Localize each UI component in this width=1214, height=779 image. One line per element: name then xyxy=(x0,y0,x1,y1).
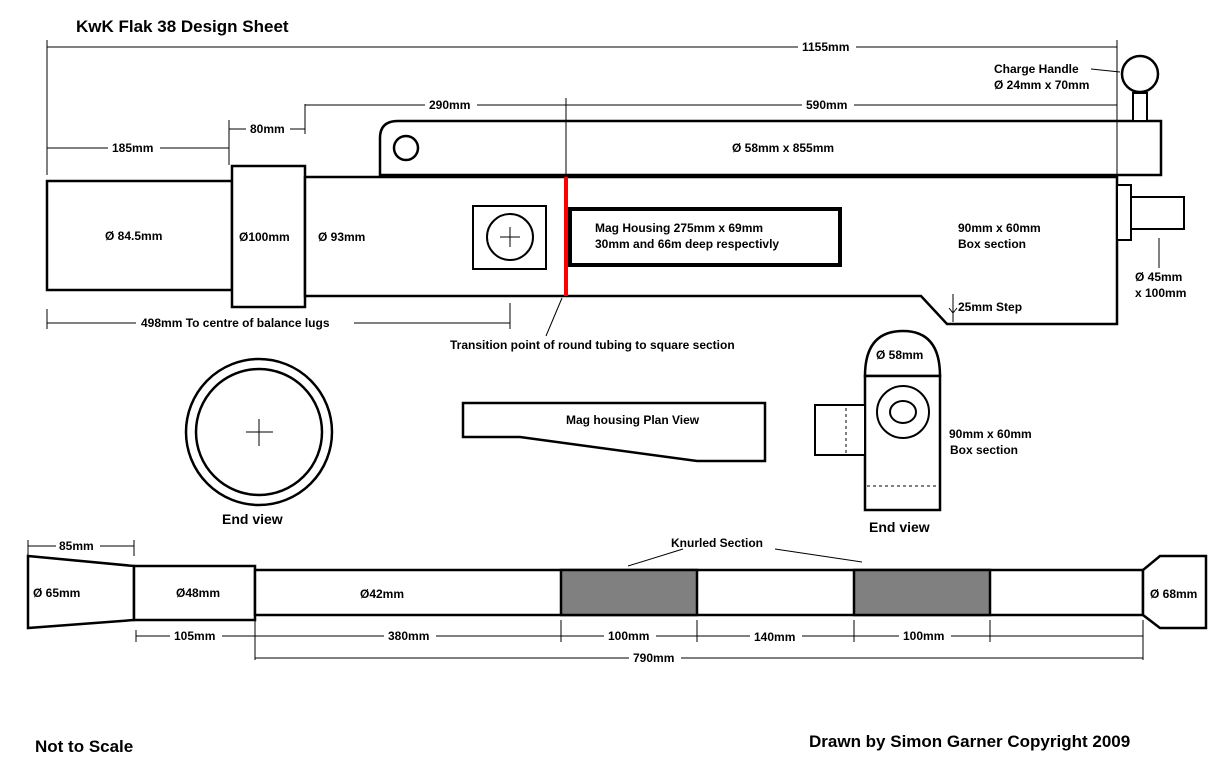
dimension-80-label: 80mm xyxy=(250,122,285,136)
top-view: 1155mm 185mm 80mm 290mm 590mm xyxy=(45,38,1186,352)
end-view-box-label: Box section xyxy=(950,443,1018,457)
box-section-size-label: 90mm x 60mm xyxy=(958,221,1041,235)
transition-callout: Transition point of round tubing to squa… xyxy=(450,297,735,352)
not-to-scale-label: Not to Scale xyxy=(35,737,133,756)
upper-tube-label: Ø 58mm x 855mm xyxy=(732,141,834,155)
dimension-80: 80mm xyxy=(229,104,306,137)
dimension-85-label: 85mm xyxy=(59,539,94,553)
balance-lugs-label: 498mm To centre of balance lugs xyxy=(141,316,330,330)
spigot-diameter-label: Ø 45mm xyxy=(1135,270,1182,284)
step-label: 25mm Step xyxy=(958,300,1022,314)
balance-lug xyxy=(472,205,547,270)
mag-housing-line1: Mag Housing 275mm x 69mm xyxy=(595,221,763,235)
dimension-140-label: 140mm xyxy=(754,630,795,644)
charge-handle-label: Charge Handle xyxy=(994,62,1079,76)
step-indicator: 25mm Step xyxy=(948,294,1022,322)
dimension-balance-lugs: 498mm To centre of balance lugs xyxy=(46,303,511,331)
knurled-section-2 xyxy=(852,568,992,617)
diameter-93-label: Ø 93mm xyxy=(318,230,365,244)
mag-housing-line2: 30mm and 66m deep respectivly xyxy=(595,237,779,251)
knurled-label: Knurled Section xyxy=(671,536,763,550)
dimension-290-590: 290mm 590mm xyxy=(305,97,1117,168)
end-view-diameter-label: Ø 58mm xyxy=(876,348,923,362)
breech-diameter-label: Ø 68mm xyxy=(1150,587,1197,601)
barrel-view: 85mm Ø 65mm Ø48mm Ø42mm Knurled Section … xyxy=(26,536,1208,666)
mag-housing-plan-view: Mag housing Plan View xyxy=(461,401,767,463)
barrel-diameter-label: Ø42mm xyxy=(360,587,404,601)
mag-plan-label: Mag housing Plan View xyxy=(566,413,700,427)
dimension-100b-label: 100mm xyxy=(903,629,944,643)
muzzle-diameter-label: Ø 65mm xyxy=(33,586,80,600)
mag-housing: Mag Housing 275mm x 69mm 30mm and 66m de… xyxy=(568,207,842,267)
transition-label: Transition point of round tubing to squa… xyxy=(450,338,735,352)
dimension-790-label: 790mm xyxy=(633,651,674,665)
end-view-left: End view xyxy=(184,357,334,527)
dimension-overall: 1155mm xyxy=(46,38,1118,175)
copyright-label: Drawn by Simon Garner Copyright 2009 xyxy=(809,732,1130,751)
section-48-label: Ø48mm xyxy=(176,586,220,600)
diameter-84-5-label: Ø 84.5mm xyxy=(105,229,162,243)
dimension-185: 185mm xyxy=(47,120,230,165)
end-view-left-label: End view xyxy=(222,511,283,527)
box-section-label: Box section xyxy=(958,237,1026,251)
dimension-185-label: 185mm xyxy=(112,141,153,155)
upper-tube: Ø 58mm x 855mm xyxy=(378,119,1163,177)
end-view-box-size-label: 90mm x 60mm xyxy=(949,427,1032,441)
charge-handle: Charge Handle Ø 24mm x 70mm xyxy=(994,54,1160,122)
sheet-title: KwK Flak 38 Design Sheet xyxy=(76,17,289,36)
spigot-length-label: x 100mm xyxy=(1135,286,1186,300)
dimension-380-label: 380mm xyxy=(388,629,429,643)
charge-handle-size: Ø 24mm x 70mm xyxy=(994,78,1089,92)
dimension-590-label: 590mm xyxy=(806,98,847,112)
dimension-overall-label: 1155mm xyxy=(802,40,849,54)
dimension-290-label: 290mm xyxy=(429,98,470,112)
knurled-section-1 xyxy=(559,568,699,617)
end-view-right-label: End view xyxy=(869,519,930,535)
diameter-100-label: Ø100mm xyxy=(239,230,290,244)
end-view-right: Ø 58mm 90mm x 60mm Box section End view xyxy=(814,329,1032,535)
rear-spigot: Ø 45mm x 100mm xyxy=(1116,184,1186,300)
dimension-105-label: 105mm xyxy=(174,629,215,643)
dimension-100a-label: 100mm xyxy=(608,629,649,643)
